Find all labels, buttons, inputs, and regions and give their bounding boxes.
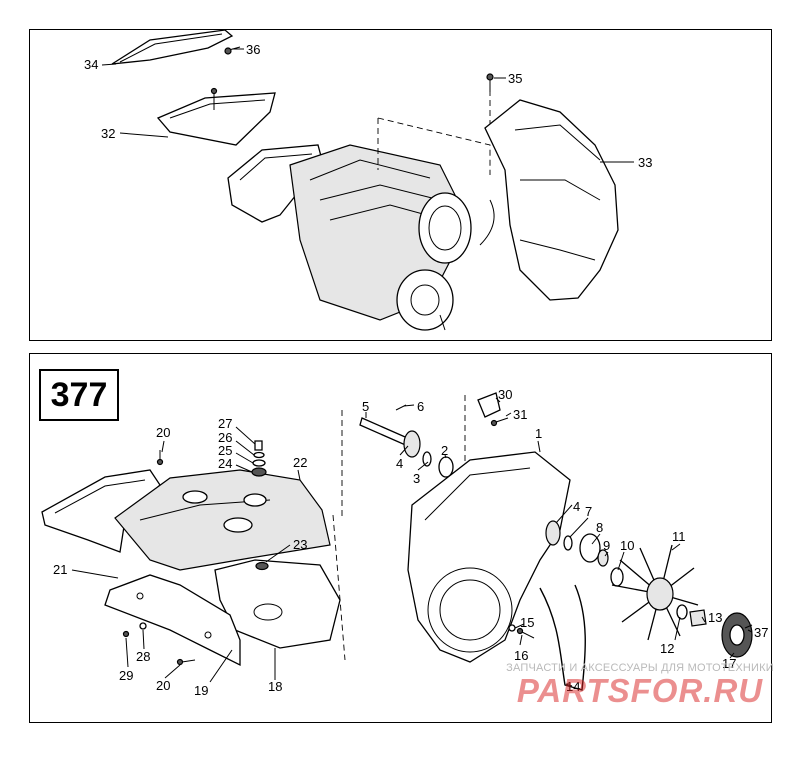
callout-30: 30	[498, 387, 512, 402]
engine-head-cover-shape	[114, 469, 331, 571]
watermark: ЗАПЧАСТИ И АКСЕССУАРЫ ДЛЯ МОТОТЕХНИКИ PA…	[490, 662, 790, 710]
callout-18: 18	[268, 679, 282, 694]
top-callout-labels: 34 36 35 32 33	[84, 42, 652, 170]
callout-10: 10	[620, 538, 634, 553]
watermark-tagline: ЗАПЧАСТИ И АКСЕССУАРЫ ДЛЯ МОТОТЕХНИКИ	[506, 662, 774, 674]
callout-15: 15	[520, 615, 534, 630]
callout-27: 27	[218, 416, 232, 431]
top-leader-lines	[101, 48, 634, 163]
callout-33: 33	[638, 155, 652, 170]
callout-5: 5	[362, 399, 369, 414]
diagram-number: 377	[39, 369, 119, 421]
part-11-fan-shape	[611, 544, 699, 641]
callout-26: 26	[218, 430, 232, 445]
callout-8: 8	[596, 520, 603, 535]
callout-31: 31	[513, 407, 527, 422]
part-1-cover-shape	[407, 451, 571, 663]
callout-22: 22	[293, 455, 307, 470]
flywheel-top-shape	[418, 192, 472, 264]
callout-4-shaft: 4	[396, 456, 403, 471]
top-assembly-drawing	[111, 29, 619, 331]
bottom-assembly-drawing	[41, 392, 753, 691]
callout-28: 28	[136, 649, 150, 664]
part-34-shape	[111, 29, 234, 65]
callout-13: 13	[708, 610, 722, 625]
part-19-bracket-shape	[104, 574, 241, 667]
callout-3: 3	[413, 471, 420, 486]
callout-9: 9	[603, 538, 610, 553]
callout-23: 23	[293, 537, 307, 552]
bottom-callout-labels: 30 31 5 6 1 2 3 4 27 26 25 24 20 22 4 7 …	[53, 387, 768, 698]
callout-36: 36	[246, 42, 260, 57]
callout-6: 6	[417, 399, 424, 414]
watermark-logo: PARTSFOR.RU	[516, 672, 764, 709]
callout-25: 25	[218, 443, 232, 458]
pulley-top-shape	[396, 269, 454, 331]
callout-11: 11	[672, 529, 686, 544]
part-4-gear-shape	[403, 430, 421, 458]
callout-7: 7	[585, 504, 592, 519]
callout-12: 12	[660, 641, 674, 656]
callout-1: 1	[535, 426, 542, 441]
callout-14: 14	[566, 679, 580, 694]
callout-21: 21	[53, 562, 67, 577]
callout-37: 37	[754, 625, 768, 640]
part-32-shape	[156, 92, 276, 146]
part-33-shape	[484, 99, 619, 301]
callout-29: 29	[119, 668, 133, 683]
callout-32: 32	[101, 126, 115, 141]
callout-17: 17	[722, 656, 736, 671]
callout-20-bottom: 20	[156, 678, 170, 693]
callout-19: 19	[194, 683, 208, 698]
bottom-leader-lines	[71, 397, 753, 687]
cylinder-block-shape	[214, 559, 341, 649]
callout-4-bearing: 4	[573, 499, 580, 514]
callout-2: 2	[441, 443, 448, 458]
callout-24: 24	[218, 456, 232, 471]
callout-20-top: 20	[156, 425, 170, 440]
callout-35: 35	[508, 71, 522, 86]
callout-16: 16	[514, 648, 528, 663]
callout-34: 34	[84, 57, 98, 72]
